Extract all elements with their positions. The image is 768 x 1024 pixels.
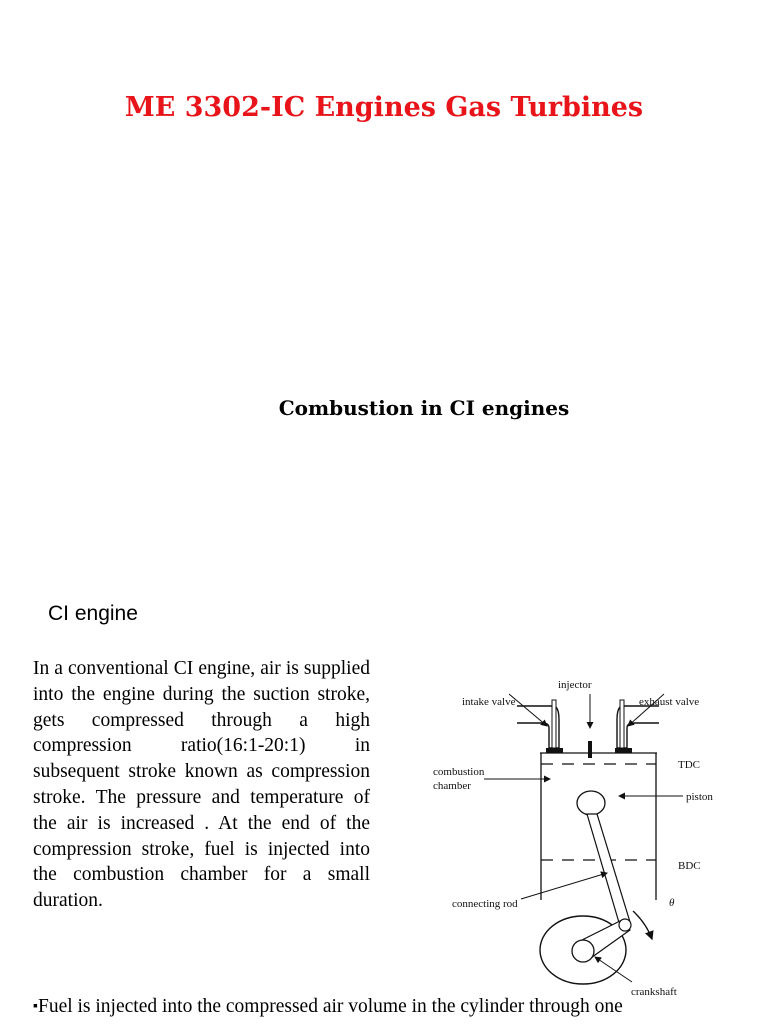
bullet-sentence: Fuel is injected into the compressed air…	[37, 996, 623, 1017]
bullet-marker: ▪	[33, 999, 38, 1014]
course-title: ME 3302-IC Engines Gas Turbines	[124, 92, 644, 123]
tdc-label: TDC	[678, 759, 700, 771]
injector-label: injector	[558, 679, 592, 691]
crank-pin	[618, 918, 632, 932]
exhaust-valve-label: exhaust valve	[639, 696, 699, 708]
piston	[576, 790, 606, 816]
theta-label: θ	[669, 897, 675, 909]
combustion-chamber-label-2: chamber	[433, 780, 471, 792]
intro-paragraph: In a conventional CI engine, air is supp…	[33, 658, 370, 912]
crankshaft	[571, 939, 595, 963]
bullet-text: ▪Fuel is injected into the compressed ai…	[33, 996, 768, 1018]
section-title: Combustion in CI engines	[278, 396, 570, 420]
connecting-rod	[586, 813, 631, 927]
combustion-chamber-label: combustion	[433, 766, 485, 778]
injector-nozzle	[588, 741, 592, 758]
rotation-arrow	[632, 910, 654, 941]
sub-heading: CI engine	[48, 602, 138, 625]
bdc-label: BDC	[678, 860, 701, 872]
cylinder	[540, 752, 657, 900]
piston-label: piston	[686, 791, 713, 803]
intake-valve	[551, 699, 557, 749]
exhaust-valve	[619, 699, 625, 749]
intake-valve-label: intake valve	[462, 696, 516, 708]
connecting-rod-label: connecting rod	[452, 898, 518, 910]
ci-engine-diagram: injector intake valve exhaust valve TDC …	[433, 679, 713, 998]
crank-disc	[539, 915, 627, 985]
crankshaft-label: crankshaft	[631, 986, 677, 998]
